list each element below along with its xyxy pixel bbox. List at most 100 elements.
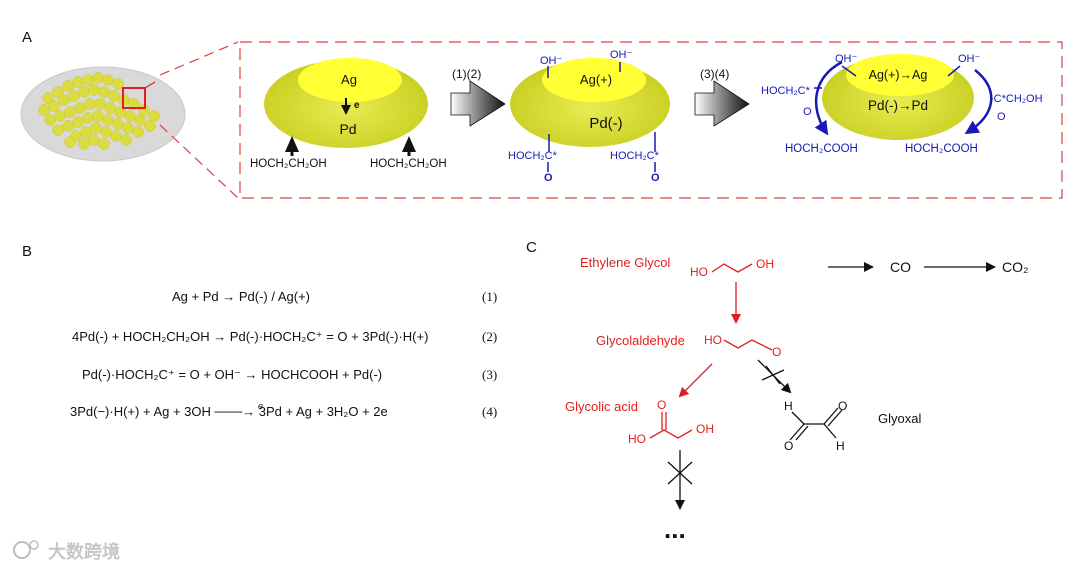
nanoparticle-dot (82, 74, 94, 86)
nanoparticle-dot (64, 136, 76, 148)
adsorbate-left-o-3: O (803, 106, 812, 118)
nanoparticle-dot (38, 104, 50, 116)
nanoparticle-dot (110, 130, 122, 142)
equation-2-number: (2) (482, 329, 497, 344)
glycolaldehyde-label: Glycolaldehyde (596, 333, 685, 348)
nanoparticle-dot (88, 84, 100, 96)
product-right: HOCH₂COOH (905, 143, 978, 155)
nanoparticle-dot (68, 90, 80, 102)
nanoparticle-dot (52, 86, 64, 98)
electron-label: e (354, 100, 360, 111)
nanoparticle-dot (82, 112, 94, 124)
nanoparticle-dot (108, 90, 120, 102)
nanoparticle-dot (62, 120, 74, 132)
reactant-right: HOCH₂CH₂OH (370, 158, 447, 170)
gx-o2: O (784, 439, 793, 453)
curved-arrow-right (964, 69, 993, 135)
nanoparticle-dot (112, 78, 124, 90)
nanoparticle-dot (144, 120, 156, 132)
gx-h1: H (784, 399, 793, 413)
ethylene-glycol-label: Ethylene Glycol (580, 255, 670, 270)
nanoparticle-dot (92, 110, 104, 122)
curved-arrow-left (814, 60, 843, 136)
zoom-line-bottom (159, 124, 239, 199)
pd-minus-label: Pd(-) (589, 115, 622, 132)
nanoparticle-dot (78, 86, 90, 98)
reactant-left: HOCH₂CH₂OH (250, 158, 327, 170)
nanoparticle-dot (88, 134, 100, 146)
product-left: HOCH₂COOH (785, 143, 858, 155)
eg-ho: HO (690, 265, 708, 279)
nanoparticle-dot (52, 124, 64, 136)
nanoparticle-dot (132, 126, 144, 138)
panel-b-label: B (22, 243, 32, 260)
gla-o: O (657, 398, 666, 412)
equation-4-arrow-label: e (258, 401, 263, 411)
equation-2: 4Pd(-) + HOCH₂CH₂OH → Pd(-)·HOCH₂C⁺ = O … (72, 329, 428, 344)
glycolic-acid-label: Glycolic acid (565, 399, 638, 414)
equation-3-number: (3) (482, 367, 497, 382)
ga-o: O (772, 345, 781, 359)
ag-label: Ag (341, 72, 357, 87)
oh-right: OH⁻ (610, 49, 633, 61)
panel-c-label: C (526, 239, 537, 256)
pd-oxidation-label: Pd(-)→Pd (868, 98, 928, 113)
equation-1-number: (1) (482, 289, 497, 304)
nanoparticle-dot (98, 86, 110, 98)
nanoparticle-dot (78, 138, 90, 150)
zoom-line-top (159, 41, 239, 76)
gx-o1: O (838, 399, 847, 413)
nanoparticle-dot (92, 72, 104, 84)
nanoparticle-dot (64, 106, 76, 118)
nanoparticle-dot (112, 118, 124, 130)
reaction-pathway: Ethylene Glycol HO OH CO CO₂ Glycolaldeh… (565, 255, 1028, 544)
watermark: 大数跨境 (13, 540, 120, 562)
ga-ho: HO (704, 333, 722, 347)
nanoparticle-dot (102, 74, 114, 86)
nanoparticle-dot (98, 138, 110, 150)
zoom-detail-box (239, 41, 1063, 199)
adsorbate-right-3: -C*CH₂OH (990, 93, 1043, 105)
nanoparticle-dot (128, 98, 140, 110)
particle-regenerated: Ag(+)→Ag Pd(-)→Pd OH⁻ OH⁻ HOCH₂C* O -C*C… (761, 53, 1043, 155)
nanoparticle-dot (90, 122, 102, 134)
nanoparticle-dot (94, 98, 106, 110)
co2-label: CO₂ (1002, 259, 1028, 275)
oh-right-3: OH⁻ (958, 53, 981, 65)
adsorbate-left-o: O (544, 172, 553, 184)
co-label: CO (890, 259, 911, 275)
nanoparticle-dots (38, 72, 160, 150)
step-2-label: (3)(4) (700, 67, 729, 81)
gx-h2: H (836, 439, 845, 453)
nanoparticle-dot (80, 126, 92, 138)
nanoparticle-dot (54, 110, 66, 122)
step-1-label: (1)(2) (452, 67, 481, 81)
nanoparticle-dot (134, 114, 146, 126)
gla-ho: HO (628, 432, 646, 446)
nanoparticle-dot (102, 114, 114, 126)
nanoparticle-dot (124, 110, 136, 122)
nanoparticle-dot (100, 126, 112, 138)
gla-oh: OH (696, 422, 714, 436)
equation-list: Ag + Pd → Pd(-) / Ag(+) (1) 4Pd(-) + HOC… (70, 289, 497, 419)
nanoparticle-dot (104, 102, 116, 114)
ellipsis: ... (664, 514, 686, 544)
nanoparticle-dot (148, 110, 160, 122)
catalyst-support-overview (20, 66, 186, 162)
equation-1: Ag + Pd → Pd(-) / Ag(+) (172, 289, 310, 304)
nanoparticle-dot (58, 94, 70, 106)
particle-charged: Ag(+) Pd(-) OH⁻ OH⁻ HOCH₂C* O HOCH₂C* O (508, 49, 670, 184)
eg-oh: OH (756, 257, 774, 271)
nanoparticle-dot (62, 80, 74, 92)
nanoparticle-dot (42, 92, 54, 104)
watermark-text: 大数跨境 (48, 541, 120, 562)
nanoparticle-dot (74, 102, 86, 114)
adsorbate-left: HOCH₂C* (508, 150, 558, 162)
adsorbate-right-o-3: O (997, 111, 1006, 123)
ag-reduction-label: Ag(+)→Ag (869, 68, 928, 82)
nanoparticle-dot (44, 114, 56, 126)
step-arrow-2: (3)(4) (694, 67, 750, 127)
panel-a-label: A (22, 29, 32, 46)
equation-4-number: (4) (482, 404, 497, 419)
nanoparticle-dot (72, 76, 84, 88)
